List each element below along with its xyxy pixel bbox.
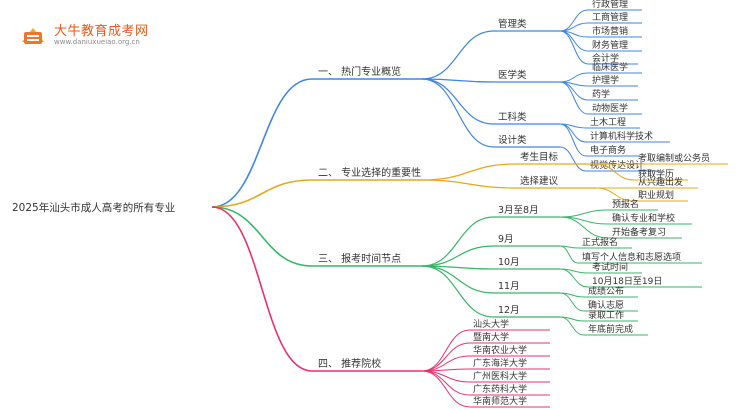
sub-branch-connector [421,216,495,267]
school-connector [421,370,471,408]
root-node-label: 2025年汕头市成人高考的所有专业 [12,201,175,214]
school-label: 华南农业大学 [473,344,527,356]
branch-node-label: 四、 推荐院校 [318,357,381,370]
leaf-label: 确认志愿 [588,299,624,311]
leaf-connector [559,123,587,157]
leaf-label: 获取学历 [638,168,674,180]
sub-branch-connector [421,78,495,125]
school-label: 广州医科大学 [473,370,527,382]
leaf-label: 录取工作 [588,309,624,321]
leaf-connector [559,30,589,65]
leaf-connector [595,187,635,202]
sub-branch-connector [421,78,495,83]
leaf-label: 确认专业和学校 [612,212,675,224]
leaf-connector [559,209,609,218]
leaf-label: 考取编制或公务员 [638,152,710,164]
root-branch-connector [211,206,313,267]
sub-branch-label: 10月 [498,257,520,268]
leaf-label: 会计学 [592,52,619,64]
branch-node-label: 三、 报考时间节点 [318,252,401,265]
school-label: 广东海洋大学 [473,357,527,369]
leaf-label: 计算机科学技术 [590,130,653,142]
sub-branch-label: 12月 [498,305,520,316]
book-icon [22,28,44,44]
sub-branch-connector [421,265,495,294]
leaf-label: 开始备考复习 [612,226,666,238]
school-label: 华南师范大学 [473,395,527,407]
leaf-label: 正式报名 [582,236,618,248]
brand-name: 大牛教育成考网 [54,24,149,39]
sub-branch-label: 管理类 [498,18,527,30]
leaf-label: 行政管理 [592,0,628,10]
school-label: 汕头大学 [473,318,509,330]
leaf-connector [559,292,585,312]
leaf-label: 财务管理 [592,39,628,51]
leaf-connector [559,81,589,115]
leaf-label: 视觉传达设计 [590,159,644,171]
sub-branch-connector [421,179,517,189]
leaf-label: 土木工程 [590,116,626,128]
sub-branch-connector [421,30,495,80]
leaf-label: 电子商务 [590,144,626,156]
sub-branch-connector [421,265,495,318]
sub-branch-connector [421,78,495,148]
brand-logo: 大牛教育成考网 www.daniuxueiao.org.cn [18,20,178,52]
leaf-label: 临床医学 [592,61,628,73]
leaf-label: 预报名 [612,198,639,210]
sub-branch-label: 考生目标 [520,151,559,163]
leaf-connector [559,9,589,32]
sub-branch-label: 设计类 [498,134,527,146]
sub-branch-label: 3月至8月 [498,205,539,216]
school-connector [421,329,471,372]
sub-branch-label: 医学类 [498,69,527,81]
branch-node-label: 二、 专业选择的重要性 [318,166,421,179]
leaf-label: 动物医学 [592,102,628,114]
branch-node-label: 一、 热门专业概览 [318,65,401,78]
leaf-label: 工商管理 [592,11,628,23]
leaf-connector [595,163,635,181]
sub-branch-label: 11月 [498,281,520,292]
sub-branch-label: 工科类 [498,111,527,123]
root-branch-connector [211,179,313,208]
sub-branch-connector [421,163,517,181]
school-label: 暨南大学 [473,331,509,343]
leaf-label: 成绩公布 [588,285,624,297]
leaf-label: 从兴趣出发 [638,176,683,188]
leaf-label: 考试时间 [592,261,628,273]
leaf-label: 年底前完成 [588,323,633,335]
leaf-connector [559,316,585,336]
leaf-connector [559,268,589,288]
sub-branch-connector [421,245,495,267]
root-branch-connector [211,206,313,372]
school-connector [421,370,471,396]
leaf-label: 填写个人信息和志愿选项 [582,251,681,263]
leaf-label: 职业规划 [638,189,674,201]
leaf-connector [559,146,587,172]
leaf-label: 护理学 [592,74,619,86]
leaf-label: 市场营销 [592,25,628,37]
leaf-label: 药学 [592,88,610,100]
leaf-connector [559,245,579,264]
school-label: 广东药科大学 [473,383,527,395]
root-branch-connector [211,78,313,208]
brand-url: www.daniuxueiao.org.cn [54,38,140,46]
sub-branch-label: 选择建议 [520,175,559,187]
leaf-connector [559,216,609,239]
leaf-connector [559,72,589,83]
sub-branch-label: 9月 [498,234,514,245]
leaf-label: 10月18日至19日 [592,276,662,287]
